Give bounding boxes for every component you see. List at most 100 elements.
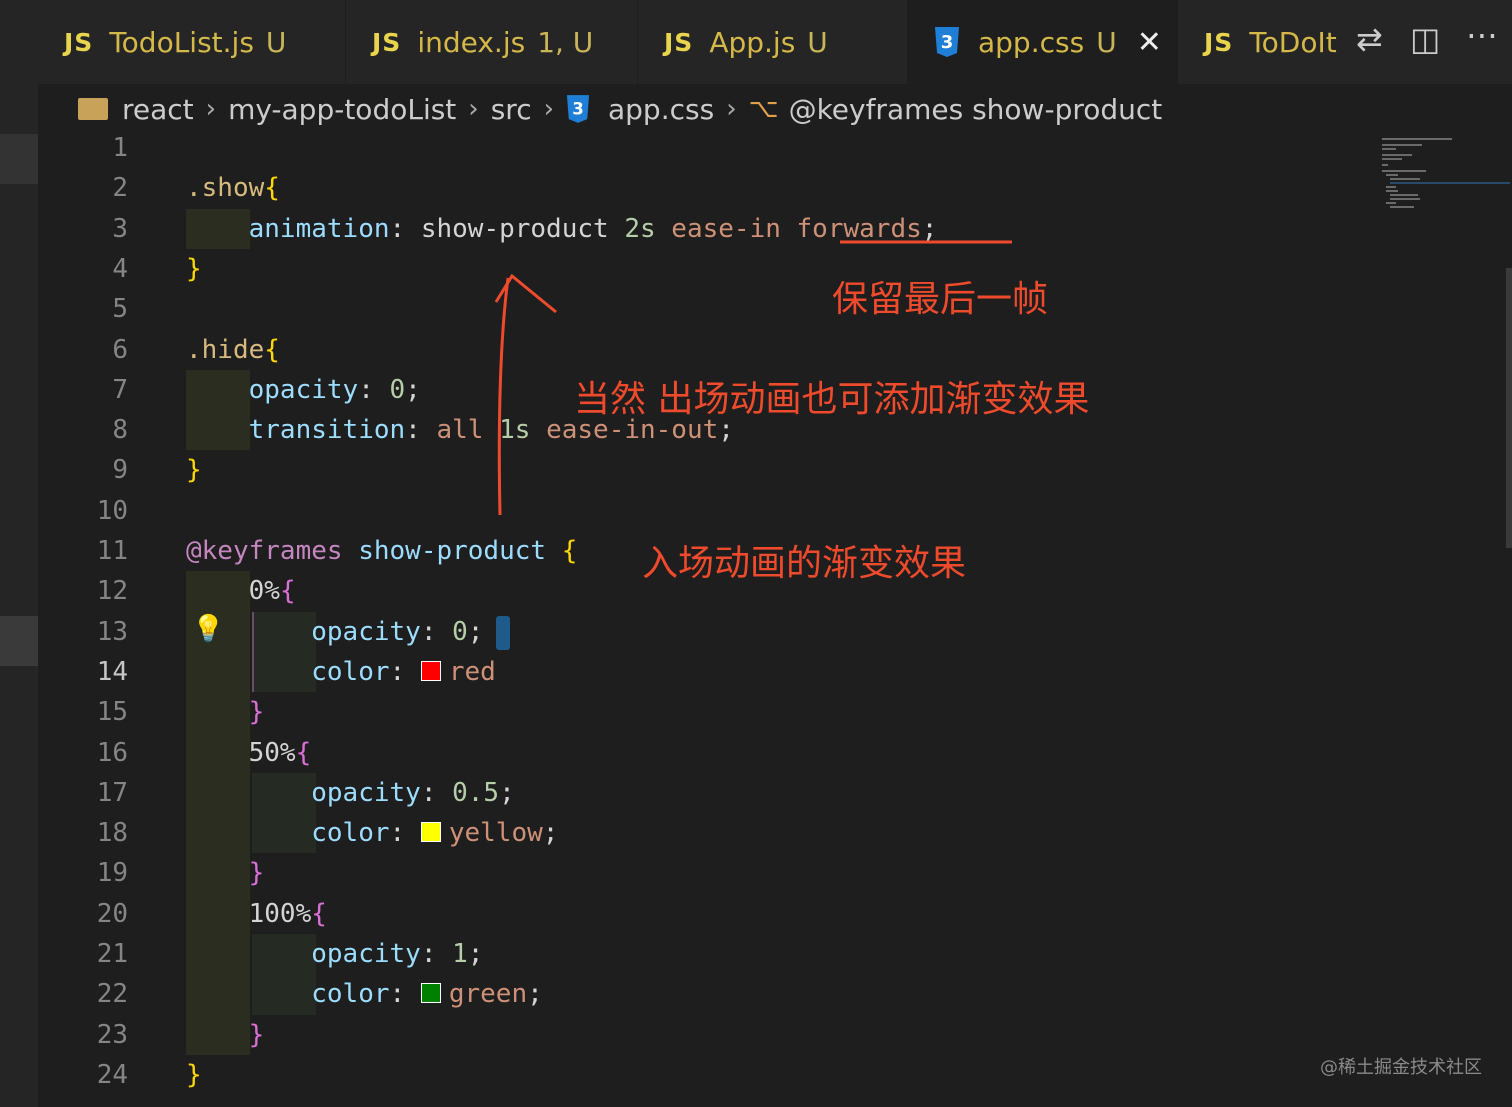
code-line[interactable]: 19 } (38, 853, 1368, 893)
line-number: 5 (112, 294, 128, 325)
breadcrumb-item[interactable]: my-app-todoList (228, 92, 457, 126)
code-line[interactable]: 21 opacity: 1; (38, 934, 1368, 974)
line-number: 2 (112, 173, 128, 204)
code-token (186, 738, 249, 768)
code-token: forwards (796, 213, 922, 244)
code-token: animation (248, 213, 390, 244)
split-editor-icon[interactable]: ◫ (1410, 20, 1441, 58)
code-line[interactable]: 18 color: yellow; (38, 813, 1368, 853)
source-control-compare-icon[interactable]: ⇄ (1356, 20, 1383, 58)
more-actions-icon[interactable]: ⋯ (1466, 16, 1498, 54)
annotation-keep-last-frame: 保留最后一帧 (832, 279, 1049, 320)
code-line[interactable]: 20 100%{ (38, 894, 1368, 934)
code-token (483, 415, 499, 445)
code-token: : (389, 979, 421, 1010)
code-line[interactable]: 5 (38, 289, 1368, 329)
code-token: 1s (499, 415, 531, 446)
code-token: { (264, 173, 280, 204)
code-token (186, 214, 249, 244)
folder-icon (78, 98, 108, 120)
code-token (186, 657, 311, 687)
code-token: { (295, 737, 312, 768)
code-line[interactable]: 7 opacity: 0; (38, 370, 1368, 410)
code-text: } (186, 450, 202, 490)
code-line[interactable]: 6.hide{ (38, 330, 1368, 370)
minimap[interactable] (1382, 136, 1510, 216)
color-swatch[interactable] (420, 983, 441, 1004)
code-line[interactable]: 14 color: red (38, 652, 1368, 692)
code-line[interactable]: 10 (38, 491, 1368, 531)
code-token (186, 415, 249, 445)
activity-marker (0, 134, 38, 184)
code-token: 0% (248, 576, 280, 607)
line-number: 15 (96, 697, 128, 728)
code-line[interactable]: 4} (38, 249, 1368, 289)
code-token: transition (248, 415, 406, 446)
code-line[interactable]: 15 } (38, 692, 1368, 732)
code-editor[interactable]: 1 2 .show{3 animation: show-product 2s eas… (38, 133, 1512, 1107)
lightbulb-icon[interactable]: 💡 (192, 613, 225, 644)
tab-label: app.css (978, 25, 1085, 59)
code-line[interactable]: 16 50%{ (38, 733, 1368, 773)
code-text: @keyframes show-product { (186, 531, 577, 571)
code-text: opacity: 0; (186, 612, 483, 652)
code-line[interactable]: 13 opacity: 0;💡 (38, 612, 1368, 652)
code-line[interactable]: 22 color: green; (38, 974, 1368, 1014)
code-text: .show{ (186, 168, 280, 208)
breadcrumb-item[interactable]: @keyframes show-product (788, 92, 1163, 126)
code-token (186, 375, 249, 405)
code-line[interactable]: 2 .show{ (38, 168, 1368, 208)
code-token: 2s (624, 213, 656, 244)
line-number: 21 (96, 939, 128, 969)
code-line[interactable]: 23 } (38, 1015, 1368, 1055)
code-token: : (420, 616, 453, 647)
line-number: 24 (96, 1059, 128, 1090)
breadcrumb-item[interactable]: src (490, 92, 532, 126)
code-token (186, 697, 249, 727)
css-file-icon: 3 (566, 95, 590, 123)
code-token: opacity (248, 374, 359, 405)
activity-marker-current (0, 616, 38, 666)
minimap-line (1386, 202, 1396, 204)
color-swatch[interactable] (420, 660, 441, 681)
code-token: ; (542, 818, 559, 849)
breadcrumb-item[interactable]: react (122, 92, 194, 126)
scrollbar[interactable] (1506, 268, 1512, 548)
indent-guide-nested (252, 934, 316, 1015)
code-line[interactable]: 12 0%{ (38, 571, 1368, 611)
tab-label: ToDoIt (1249, 25, 1337, 59)
code-text: animation: show-product 2s ease-in forwa… (186, 209, 938, 249)
code-line[interactable]: 17 opacity: 0.5; (38, 773, 1368, 813)
active-bracket-guide (252, 611, 254, 693)
code-line[interactable]: 1 (38, 128, 1368, 168)
code-line[interactable]: 3 animation: show-product 2s ease-in for… (38, 209, 1368, 249)
breadcrumb-item[interactable]: app.css (608, 92, 715, 126)
line-number: 1 (112, 133, 128, 163)
code-token: opacity (311, 616, 421, 647)
js-file-icon: JS (1204, 27, 1234, 57)
code-token: } (186, 1059, 202, 1090)
code-token: } (186, 455, 202, 486)
line-number: 23 (96, 1019, 128, 1050)
minimap-line (1382, 144, 1422, 146)
code-line[interactable]: 24} (38, 1055, 1368, 1095)
code-line[interactable]: 9} (38, 450, 1368, 490)
code-token: { (311, 898, 327, 929)
code-token: show-product (420, 213, 609, 244)
code-token: 0.5 (452, 777, 500, 808)
tab-todoit[interactable]: JS ToDoIt (1178, 0, 1348, 84)
code-text: } (186, 692, 265, 732)
code-line[interactable]: 11@keyframes show-product { (38, 531, 1368, 571)
code-token: : (420, 939, 453, 969)
code-token: ; (718, 415, 734, 446)
line-number: 16 (96, 737, 128, 768)
code-token: color (311, 818, 390, 849)
color-swatch[interactable] (420, 822, 441, 843)
code-token: } (248, 1019, 265, 1050)
close-icon[interactable]: ✕ (1136, 24, 1162, 60)
